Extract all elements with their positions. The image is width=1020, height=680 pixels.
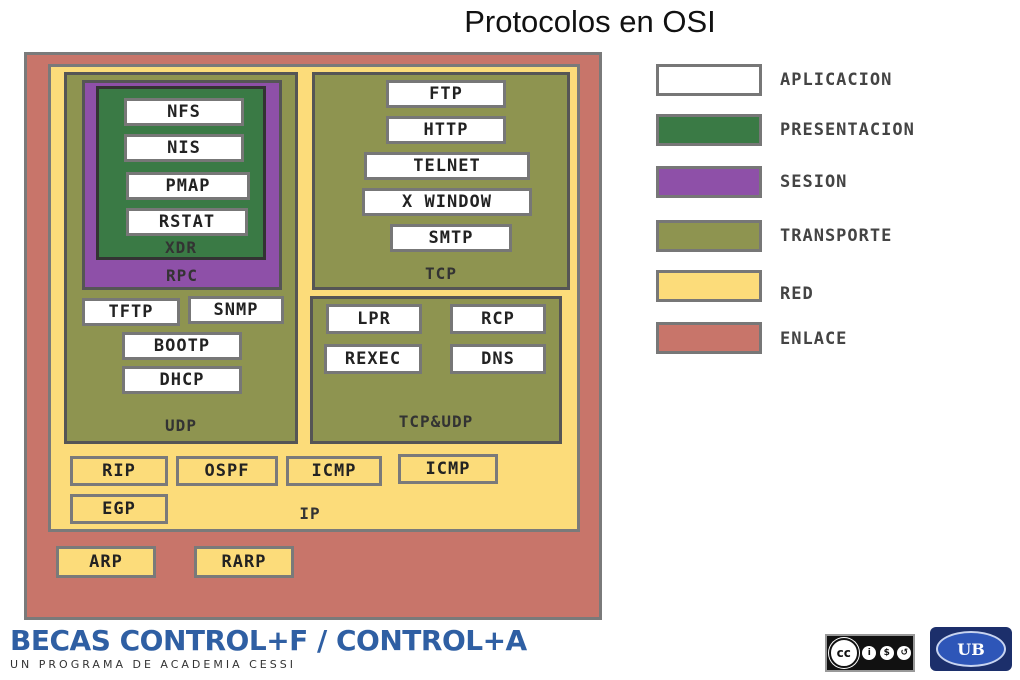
rexec-box: REXEC (324, 344, 422, 374)
legend-label-red: RED (780, 284, 814, 304)
arp-box: ARP (56, 546, 156, 578)
brand-subtitle: UN PROGRAMA DE ACADEMIA CESSI (10, 658, 296, 671)
pmap-box: PMAP (126, 172, 250, 200)
dns-box: DNS (450, 344, 546, 374)
ip-label: IP (299, 504, 321, 523)
legend-label-sesion: SESION (780, 172, 848, 192)
cc-license-icon: cc i $ ↺ (825, 634, 915, 672)
ospf-box: OSPF (176, 456, 278, 486)
xdr-label: XDR (165, 238, 197, 257)
snmp-box: SNMP (188, 296, 284, 324)
telnet-box: TELNET (364, 152, 530, 180)
tcp-block (312, 72, 570, 290)
rpc-label: RPC (166, 266, 198, 285)
tftp-box: TFTP (82, 298, 180, 326)
legend-swatch-enlace (656, 322, 762, 354)
smtp-box: SMTP (390, 224, 512, 252)
nfs-box: NFS (124, 98, 244, 126)
brand-title: BECAS CONTROL+F / CONTROL+A (10, 624, 527, 657)
nis-box: NIS (124, 134, 244, 162)
by-icon: i (862, 646, 877, 660)
legend-label-enlace: ENLACE (780, 329, 848, 349)
tcpudp-label: TCP&UDP (398, 412, 474, 431)
tcp-label: TCP (425, 264, 457, 283)
udp-label: UDP (165, 416, 197, 435)
ub-logo-oval: UB (936, 631, 1006, 667)
legend-swatch-transporte (656, 220, 762, 252)
nc-icon: $ (879, 646, 894, 660)
rstat-box: RSTAT (126, 208, 248, 236)
legend-swatch-red (656, 270, 762, 302)
legend-swatch-presentacion (656, 114, 762, 146)
egp-box: EGP (70, 494, 168, 524)
legend-label-presentacion: PRESENTACION (780, 120, 915, 140)
ftp-box: FTP (386, 80, 506, 108)
http-box: HTTP (386, 116, 506, 144)
lpr-box: LPR (326, 304, 422, 334)
cc-circle-icon: cc (828, 638, 859, 668)
rarp-box: RARP (194, 546, 294, 578)
rip-box: RIP (70, 456, 168, 486)
legend-swatch-aplicacion (656, 64, 762, 96)
rcp-box: RCP (450, 304, 546, 334)
page-title: Protocolos en OSI (464, 4, 716, 39)
legend-swatch-sesion (656, 166, 762, 198)
x-window-box: X WINDOW (362, 188, 532, 216)
ub-logo: UB (930, 627, 1012, 671)
bootp-box: BOOTP (122, 332, 242, 360)
sa-icon: ↺ (897, 646, 912, 660)
icmp-box-1: ICMP (286, 456, 382, 486)
legend-label-transporte: TRANSPORTE (780, 226, 893, 246)
icmp-box-2: ICMP (398, 454, 498, 484)
legend-label-aplicacion: APLICACION (780, 70, 893, 90)
dhcp-box: DHCP (122, 366, 242, 394)
